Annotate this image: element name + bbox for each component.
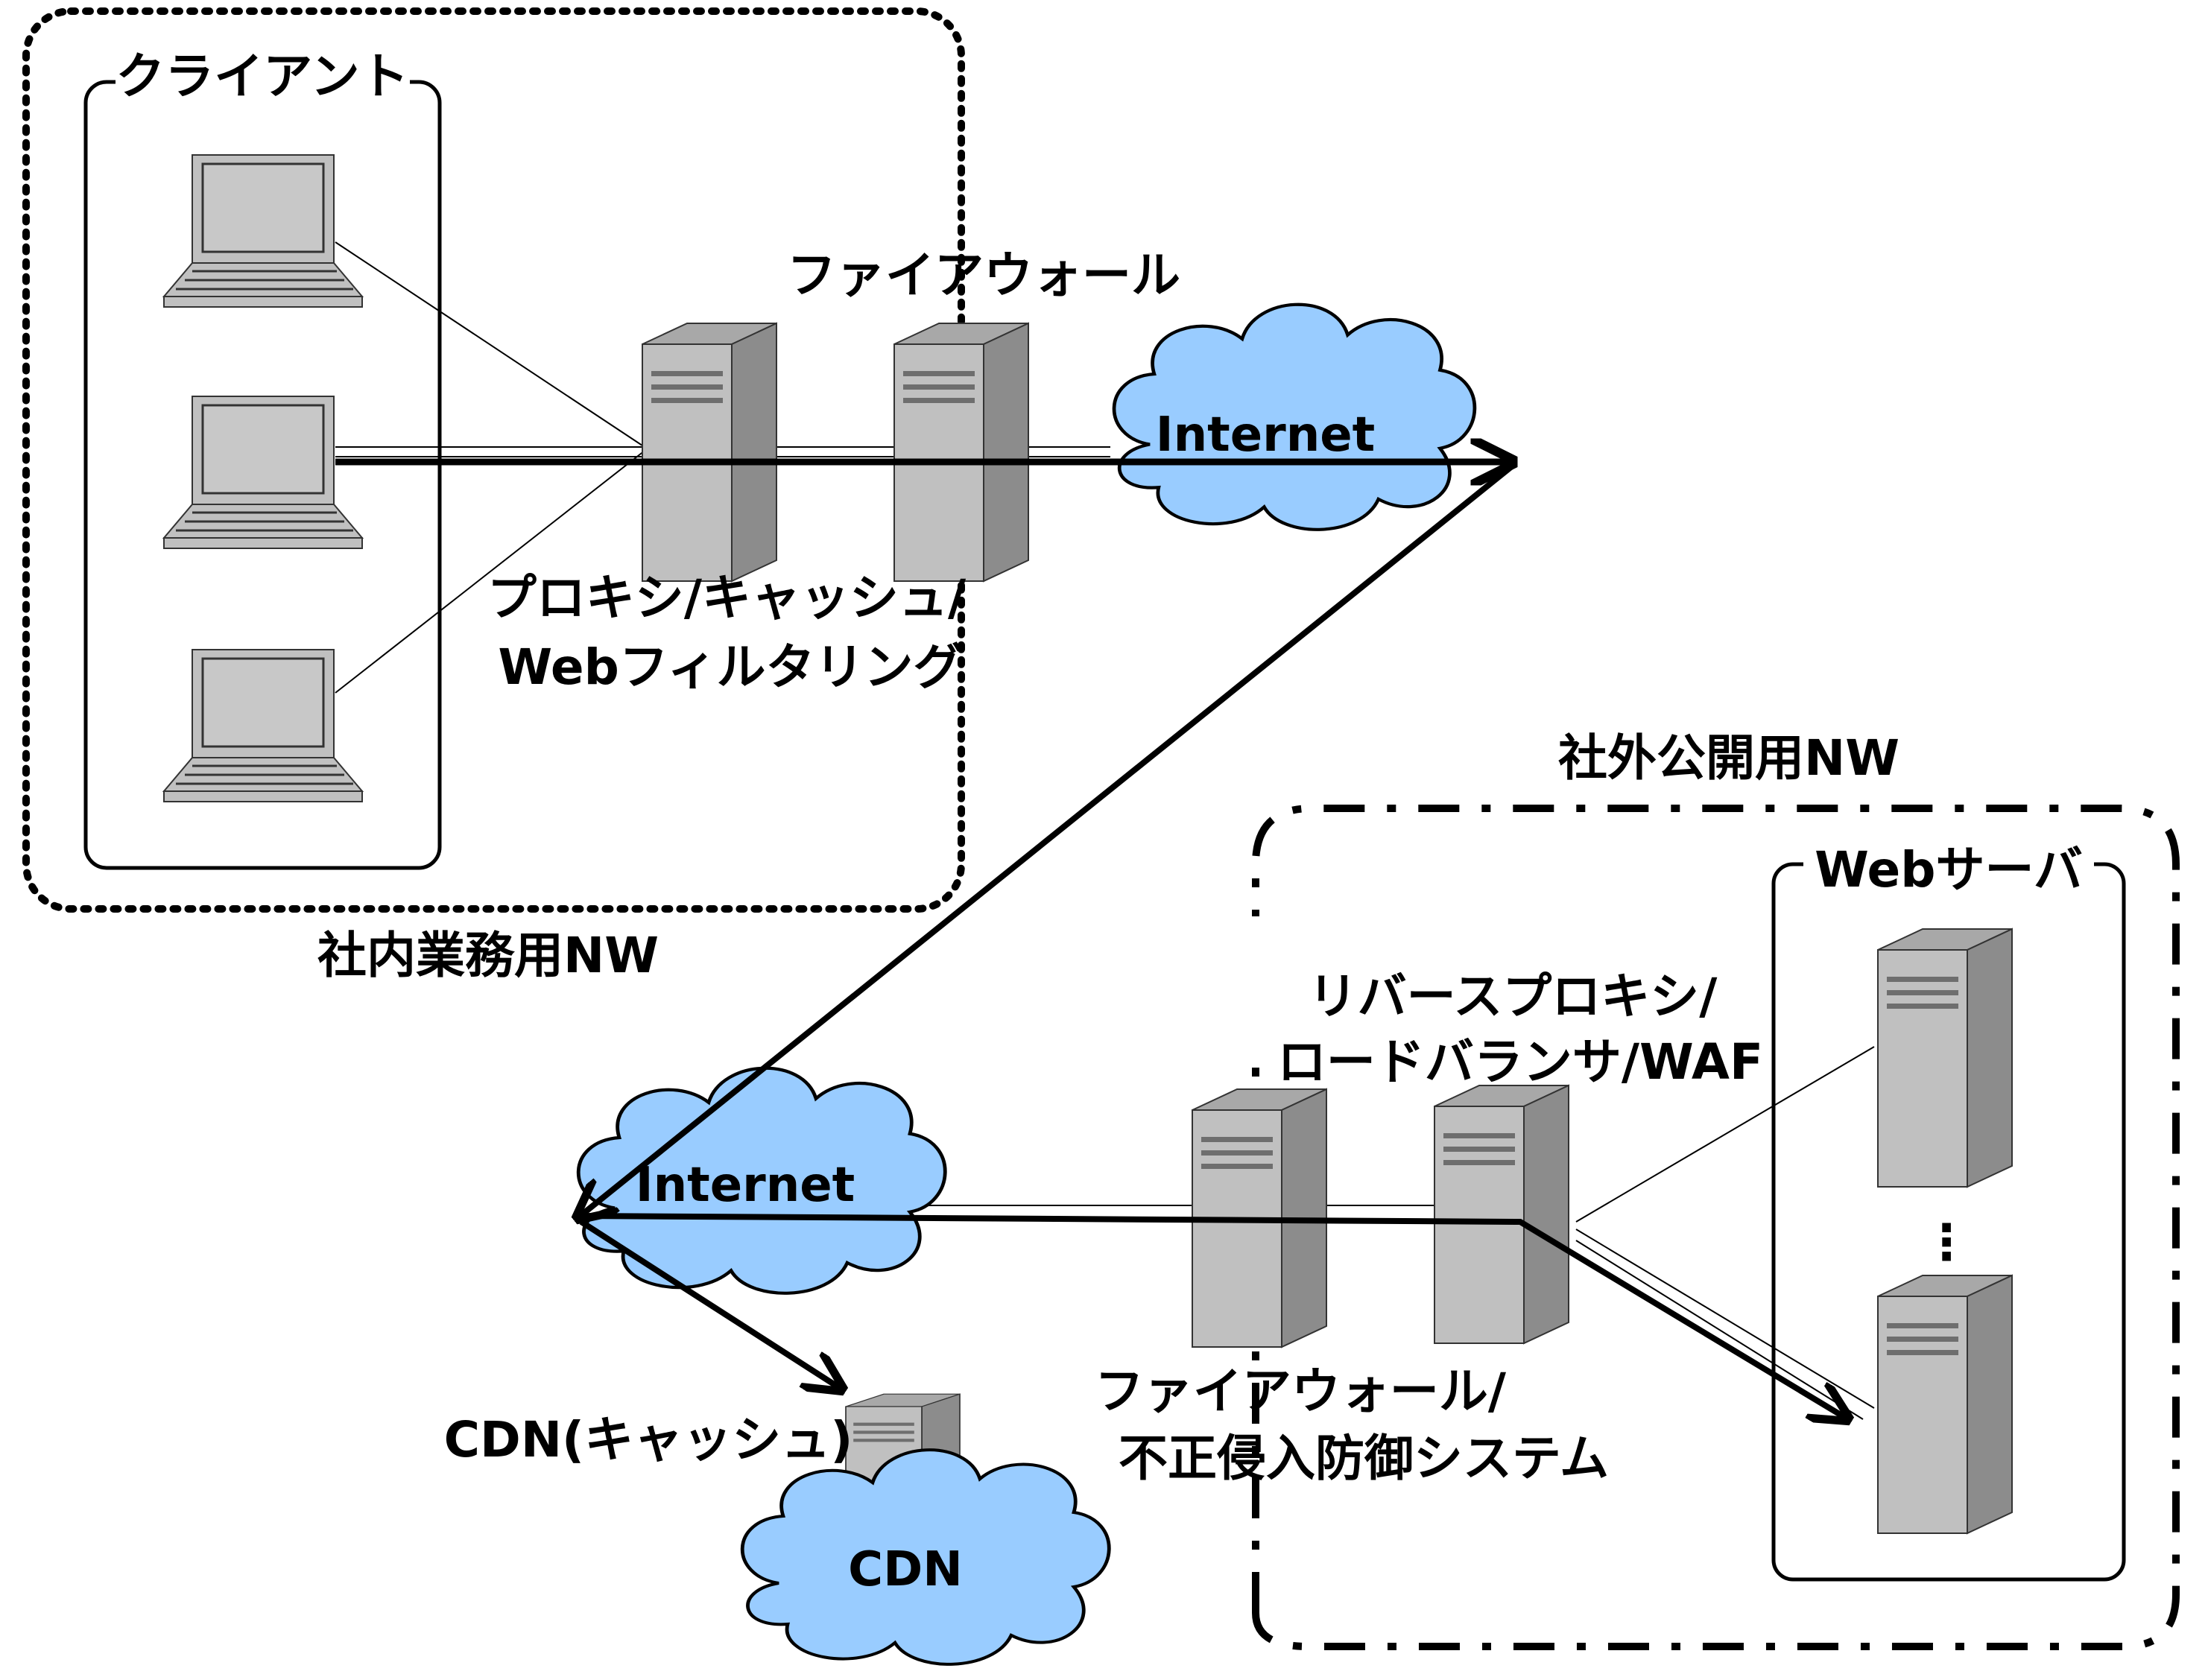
- web-server-2-icon: [1877, 1275, 2013, 1534]
- proxy-label-line1: プロキシ/キャッシュ/: [487, 569, 967, 627]
- internet-bottom-label: Internet: [636, 1158, 855, 1213]
- web-server-group-label: Webサーバ: [1815, 841, 2083, 898]
- client-group-label-bg: [116, 48, 410, 108]
- web-server-group-label-bg: [1803, 831, 2094, 890]
- traffic-path-to-cdn: [579, 1219, 842, 1389]
- traffic-path-internet: [578, 463, 1515, 1218]
- reverse-proxy-server-icon: [1434, 1085, 1569, 1344]
- firewall-server-icon: [893, 323, 1029, 582]
- external-network-boundary: [1252, 805, 2180, 1650]
- client-laptop-1-icon: [162, 153, 364, 308]
- external-network-label-gap: [1237, 916, 1282, 1058]
- proxy-server-icon: [642, 323, 777, 582]
- reverse-proxy-label-line1: リバースプロキシ/: [1309, 968, 1718, 1025]
- web-server-1-icon: [1877, 928, 2013, 1188]
- internal-network-label: 社内業務用NW: [317, 927, 659, 984]
- connection-lines: [335, 241, 1875, 1420]
- client-laptop-3-icon: [162, 648, 364, 803]
- ips-firewall-label-line2: 不正侵入防御システム: [1119, 1430, 1609, 1487]
- firewall-label: ファイアウォール: [787, 247, 1180, 304]
- internet-top-label: Internet: [1156, 408, 1376, 463]
- cdn-cache-label: CDN(キャッシュ): [444, 1411, 853, 1468]
- proxy-label-line2: Webフィルタリング: [498, 638, 962, 696]
- ips-firewall-label-line1: ファイアウォール/: [1095, 1363, 1507, 1420]
- client-group-label: クライアント: [116, 48, 408, 105]
- ellipsis: ⋮: [1922, 1214, 1971, 1271]
- reverse-proxy-label-line2: ロードバランサ/WAF: [1277, 1033, 1763, 1091]
- cdn-cloud-label: CDN: [848, 1542, 963, 1597]
- client-laptop-2-icon: [162, 395, 364, 550]
- traffic-path-to-webserver: [581, 1213, 1848, 1419]
- external-network-label: 社外公開用NW: [1558, 729, 1899, 787]
- internal-network-boundary: [22, 7, 965, 913]
